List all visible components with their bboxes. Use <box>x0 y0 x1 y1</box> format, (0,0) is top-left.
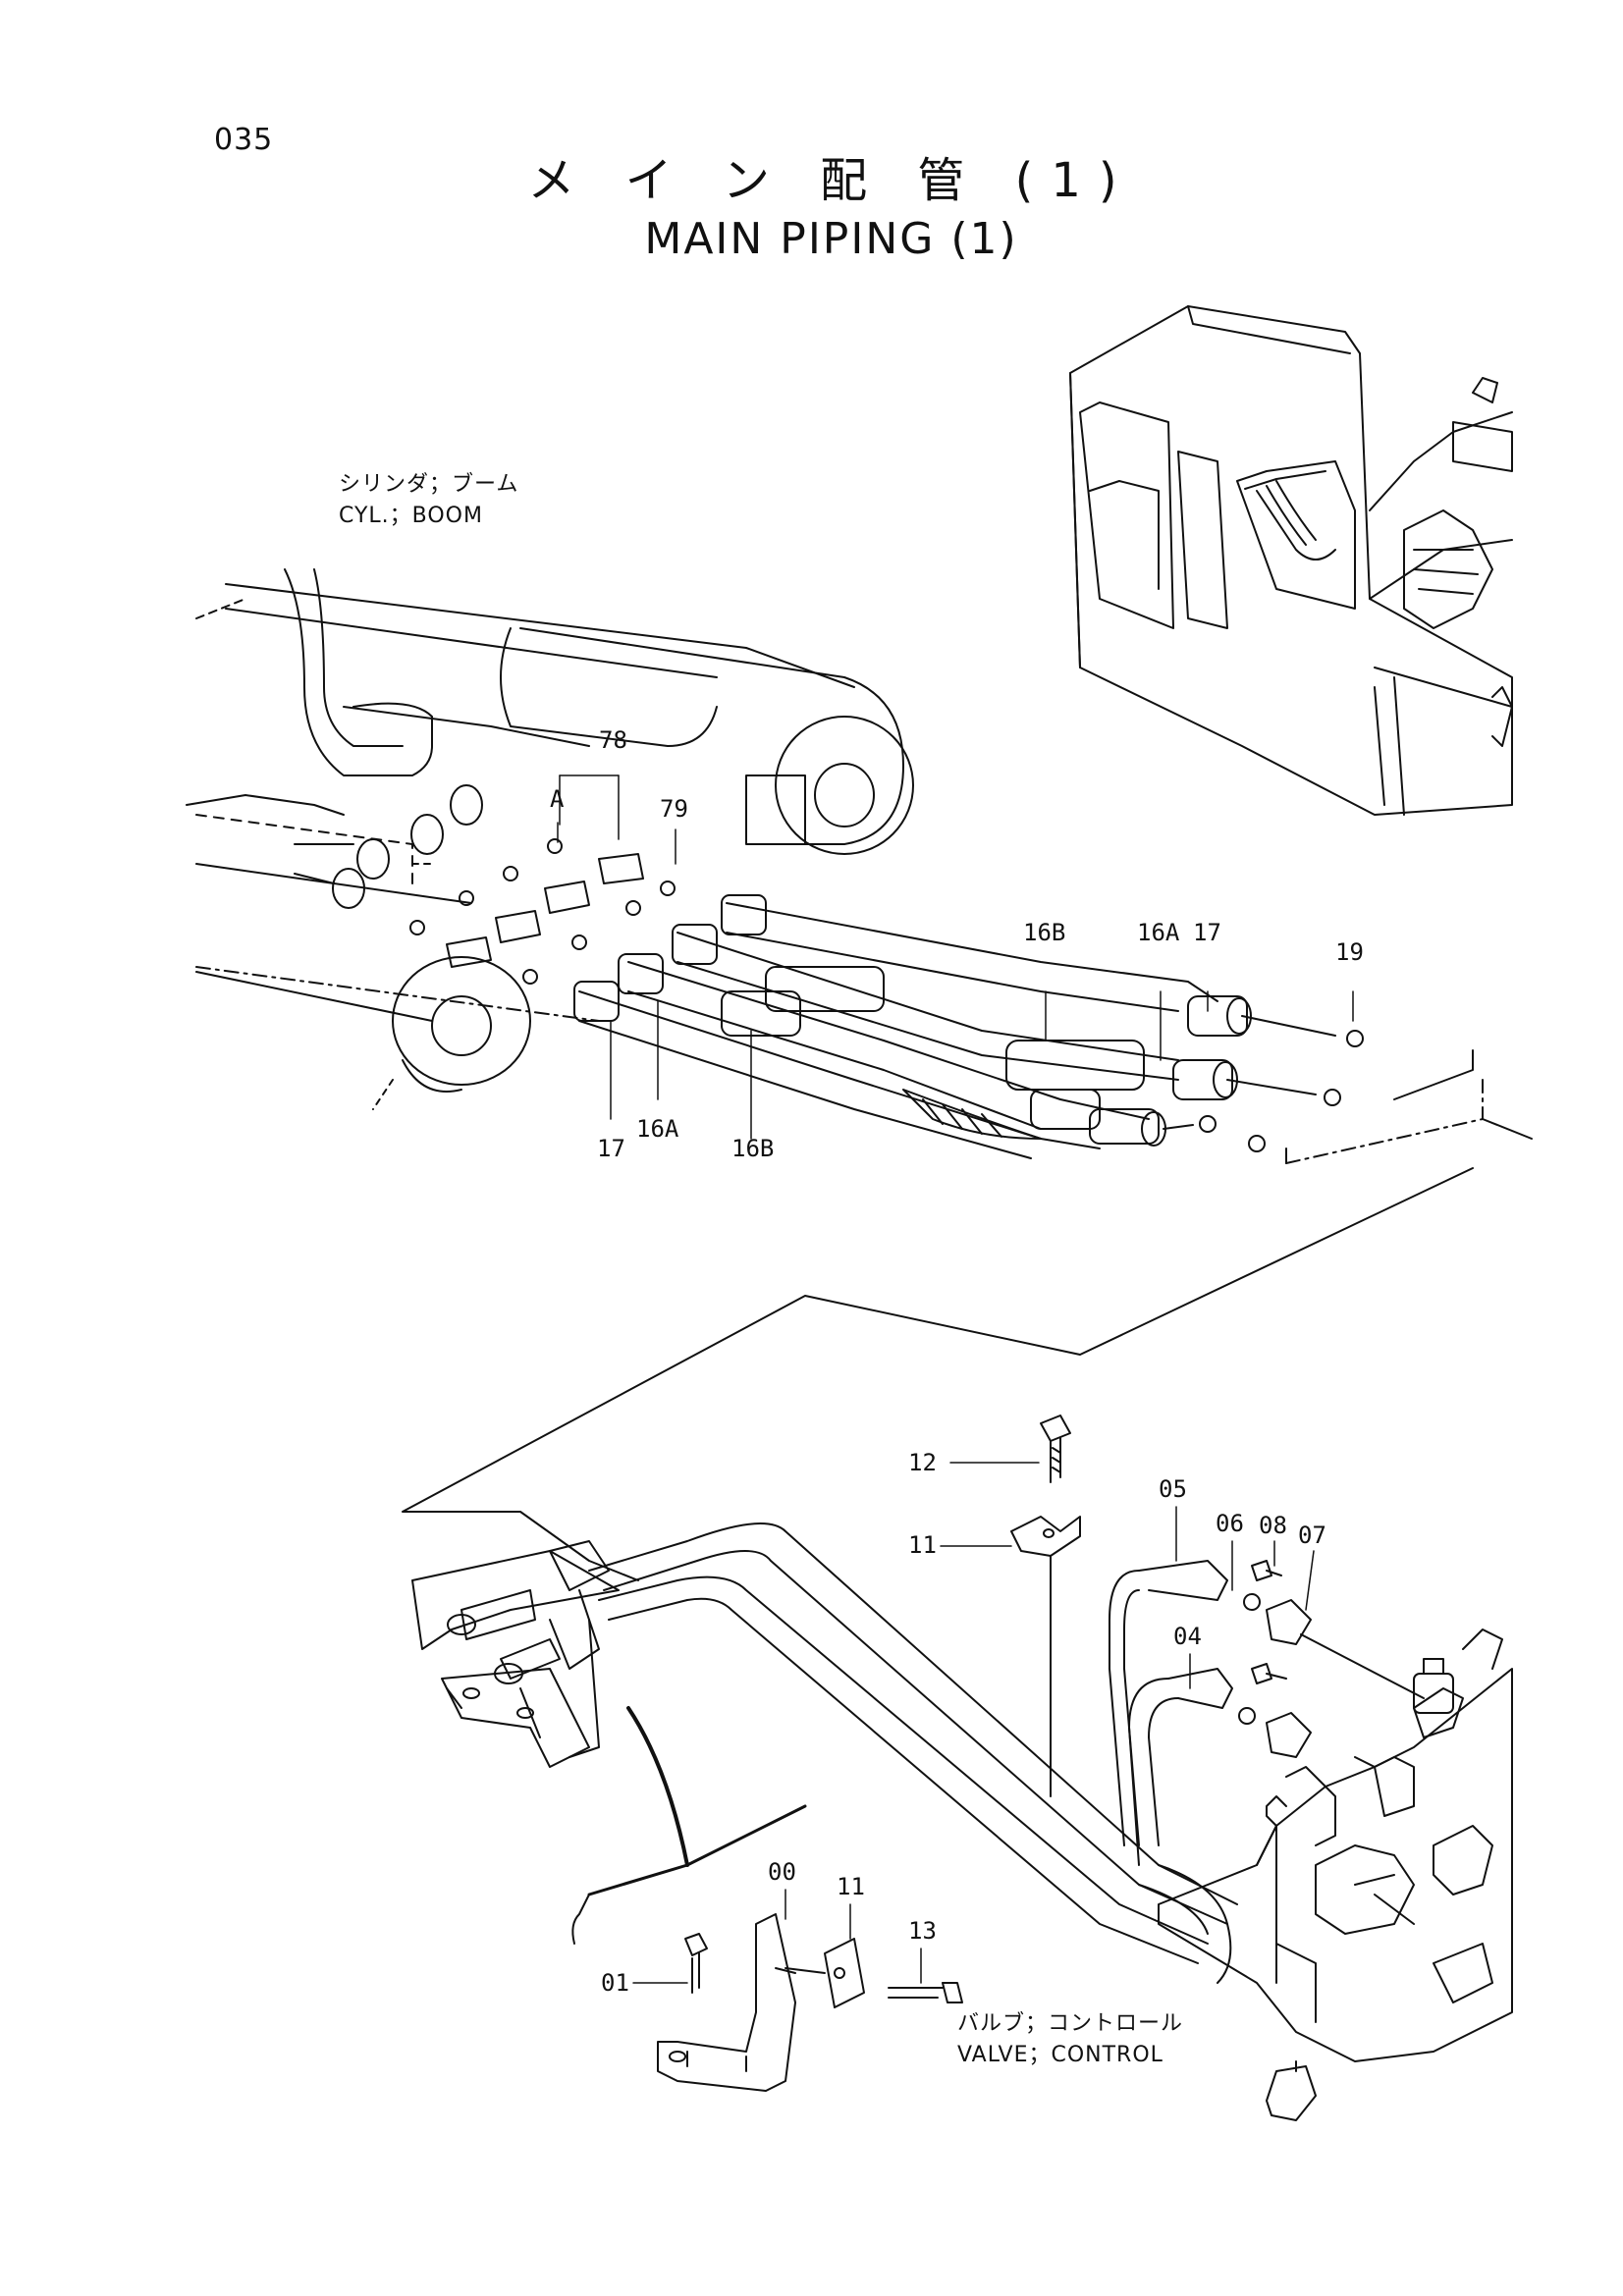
part-label-11-bot: 11 <box>837 1873 865 1900</box>
caption-boom-cylinder-jp: シリンダ；ブーム <box>339 472 518 497</box>
part-label-78: 78 <box>599 726 627 754</box>
part-label-17-bot: 17 <box>597 1135 625 1162</box>
part-label-16a-top: 16A <box>1137 919 1180 946</box>
excavator-cab-illustration <box>1070 306 1512 815</box>
page-title-english: MAIN PIPING (1) <box>644 214 1018 264</box>
callout-leaders <box>558 775 1353 1983</box>
part-label-17-top: 17 <box>1193 919 1221 946</box>
page-number: 035 <box>214 123 274 157</box>
part-label-13: 13 <box>908 1917 937 1945</box>
part-label-11-top: 11 <box>908 1531 937 1559</box>
part-label-16a-bot: 16A <box>636 1115 679 1143</box>
part-label-06: 06 <box>1216 1510 1244 1537</box>
caption-boom-cylinder-en: CYL.；BOOM <box>339 504 483 528</box>
part-label-04: 04 <box>1173 1623 1202 1650</box>
caption-control-valve-jp: バルブ；コントロール <box>957 2011 1183 2036</box>
section-boundary <box>1483 1119 1532 1139</box>
part-label-19: 19 <box>1335 938 1364 966</box>
part-label-07: 07 <box>1298 1522 1326 1549</box>
part-label-16b-top: 16B <box>1023 919 1065 946</box>
part-label-01: 01 <box>601 1969 629 1997</box>
part-label-a: A <box>550 785 565 813</box>
part-label-00: 00 <box>768 1858 796 1886</box>
part-number-labels: 78 A 79 16B 16A 17 19 17 16A 16B 12 11 0… <box>550 726 1364 1997</box>
component-captions: シリンダ；ブーム CYL.；BOOM バルブ；コントロール VALVE；CONT… <box>339 472 1183 2067</box>
lower-piping-assembly <box>412 1415 1512 2120</box>
part-label-05: 05 <box>1159 1475 1187 1503</box>
boom-cylinder-assembly <box>187 569 1483 1163</box>
page-title-japanese: メ イ ン 配 管 (1) <box>527 153 1135 208</box>
section-outline <box>403 1168 1473 1580</box>
caption-control-valve-en: VALVE；CONTROL <box>957 2043 1163 2067</box>
part-label-16b-bot: 16B <box>731 1135 774 1162</box>
part-label-08: 08 <box>1259 1512 1287 1539</box>
part-label-12: 12 <box>908 1449 937 1476</box>
part-label-79: 79 <box>660 795 688 823</box>
